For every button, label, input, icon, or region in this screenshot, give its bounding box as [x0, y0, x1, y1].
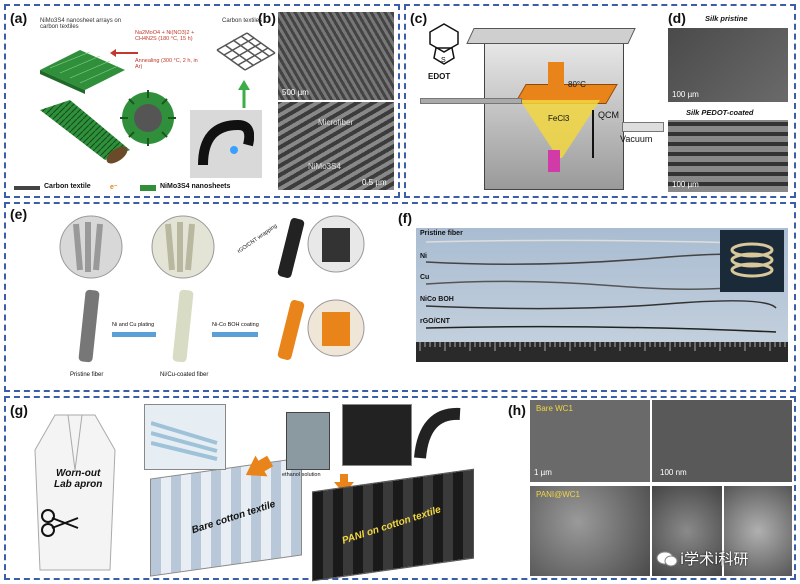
legend-carbon-label: Carbon textile	[44, 183, 91, 190]
panel-a-title: NiMo3S4 nanosheet arrays on carbon texti…	[40, 18, 122, 30]
flexible-device-photo	[190, 110, 262, 178]
panel-e-step1: Ni and Cu plating	[112, 322, 155, 328]
panel-h-bottom: PANI@WC1	[536, 490, 580, 499]
panel-h-sem-3: PANI@WC1	[530, 486, 650, 576]
panel-a-label: (a)	[10, 10, 28, 26]
legend-e-label: e⁻	[110, 184, 118, 191]
watermark: i学术i科研	[680, 550, 749, 568]
carbon-textile-mesh	[216, 32, 276, 71]
panel-c-temp: 80°C	[568, 80, 586, 89]
panel-b-sem-bottom: Microfiber NiMo3S4 0.5 µm	[278, 102, 394, 190]
panel-g-solution: ethanol solution	[282, 472, 321, 478]
panel-d-label: (d)	[668, 10, 686, 26]
legend-nimos-swatch	[140, 185, 156, 191]
panel-b-scale-bottom: 0.5 µm	[362, 178, 387, 187]
coiled-fiber-icon	[730, 242, 774, 278]
legend-nimos-label: NiMo3S4 nanosheets	[160, 183, 231, 190]
panel-h-sem-5	[724, 486, 792, 576]
panel-b-sem-top: 500 µm	[278, 12, 394, 100]
heater-stem	[548, 62, 564, 86]
panel-gh-frame	[4, 396, 796, 580]
panel-cd-frame	[404, 4, 796, 198]
panel-d-sem-top: 100 µm	[668, 28, 788, 102]
step1-arrow-icon	[112, 332, 156, 337]
coated-fiber-graphic	[40, 100, 130, 164]
panel-a-conditions: Na2MoO4 + Ni(NO3)2 + CH4N2S (180 °C, 15 …	[135, 30, 195, 42]
panel-c-label: (c)	[410, 10, 428, 26]
fiber-zoom-circle-4	[307, 299, 365, 357]
panel-d-sem-bottom: 100 µm	[668, 120, 788, 192]
step2-arrow-icon	[212, 332, 258, 337]
vacuum-tube	[622, 122, 664, 132]
fiber-zoom-circle-2	[151, 215, 215, 279]
fiber-zoom-circle-1	[59, 215, 123, 279]
panel-f-ruler-ticks	[419, 342, 786, 351]
panel-h-label: (h)	[508, 402, 526, 418]
wechat-icon	[656, 551, 678, 567]
panel-ef-frame	[4, 202, 796, 392]
bent-textile-icon	[198, 120, 254, 166]
orange-arrow-icon	[245, 455, 274, 477]
panel-e-label: (e)	[10, 206, 28, 222]
lab-coat-graphic	[34, 414, 116, 571]
panel-b-scale-top: 500 µm	[282, 88, 309, 97]
panel-f-row-3: NiCo BOH	[420, 296, 454, 303]
panel-d-scale-bottom: 100 µm	[672, 180, 699, 189]
panel-h-top: Bare WC1	[536, 404, 573, 413]
panel-c-fecl3: FeCl3	[548, 114, 570, 123]
panel-e-fiber1: Pristine fiber	[70, 372, 104, 378]
panel-g-label: (g)	[10, 402, 28, 418]
panel-h-sem-1: Bare WC1 1 µm	[530, 400, 650, 482]
edot-vial	[548, 150, 560, 172]
legend-carbon-swatch	[14, 186, 40, 190]
panel-h-scale-2a: 100 nm	[660, 468, 687, 477]
chamber-top	[466, 28, 636, 44]
svg-text:S: S	[441, 57, 446, 64]
panel-f-row-2: Cu	[420, 274, 430, 281]
panel-d-top-title: Silk pristine	[705, 14, 748, 23]
vapor-cone	[520, 100, 600, 158]
panel-e-fiber2: Ni/Cu-coated fiber	[160, 372, 209, 378]
down-arrow-icon	[334, 474, 354, 494]
edot-molecule-icon: S	[429, 23, 459, 65]
panel-f-row-4: rGO/CNT	[420, 318, 450, 325]
panel-a-annealing: Annealing (300 °C, 2 h, in Ar)	[135, 58, 198, 70]
fiber-bundle-icon	[151, 421, 218, 461]
panel-f-inset	[720, 230, 784, 292]
cross-section-graphic	[120, 90, 176, 146]
panel-ab-frame	[4, 4, 400, 198]
qcm-rod	[592, 110, 594, 158]
panel-c-qcm: QCM	[598, 110, 619, 120]
panel-b-mid-text: Microfiber	[318, 118, 354, 127]
panel-f-row-1: Ni	[420, 253, 427, 260]
panel-e-step2: Ni-Co BOH coating	[212, 322, 259, 328]
arrow-left-icon	[110, 49, 138, 57]
panel-b-low-text: NiMo3S4	[308, 162, 341, 171]
panel-b-label: (b)	[258, 10, 276, 26]
bare-fiber-zoom	[144, 404, 226, 470]
nanosheet-array-graphic	[40, 50, 125, 94]
panel-f-row-0: Pristine fiber	[420, 230, 463, 237]
panel-d-scale-top: 100 µm	[672, 90, 699, 99]
panel-a-carbon-textiles: Carbon textiles	[222, 18, 263, 24]
scissors-icon	[41, 509, 79, 537]
panel-d-bottom-title: Silk PEDOT-coated	[686, 108, 754, 117]
coated-fiber-zoom	[342, 404, 412, 466]
panel-h-sem-2: 100 nm	[652, 400, 792, 482]
curled-fiber-graphic	[414, 407, 461, 459]
panel-c-vacuum: Vacuum	[620, 134, 653, 144]
beaker-graphic	[286, 412, 330, 470]
panel-h-scale-1a: 1 µm	[534, 468, 552, 477]
panel-c-edot: EDOT	[428, 72, 451, 81]
green-arrow-icon	[238, 80, 250, 108]
edot-inlet-tube	[420, 98, 522, 104]
panel-g-apron: Worn-out Lab apron	[54, 468, 103, 490]
fiber-zoom-circle-3	[307, 215, 365, 273]
panel-f-label: (f)	[398, 210, 412, 226]
